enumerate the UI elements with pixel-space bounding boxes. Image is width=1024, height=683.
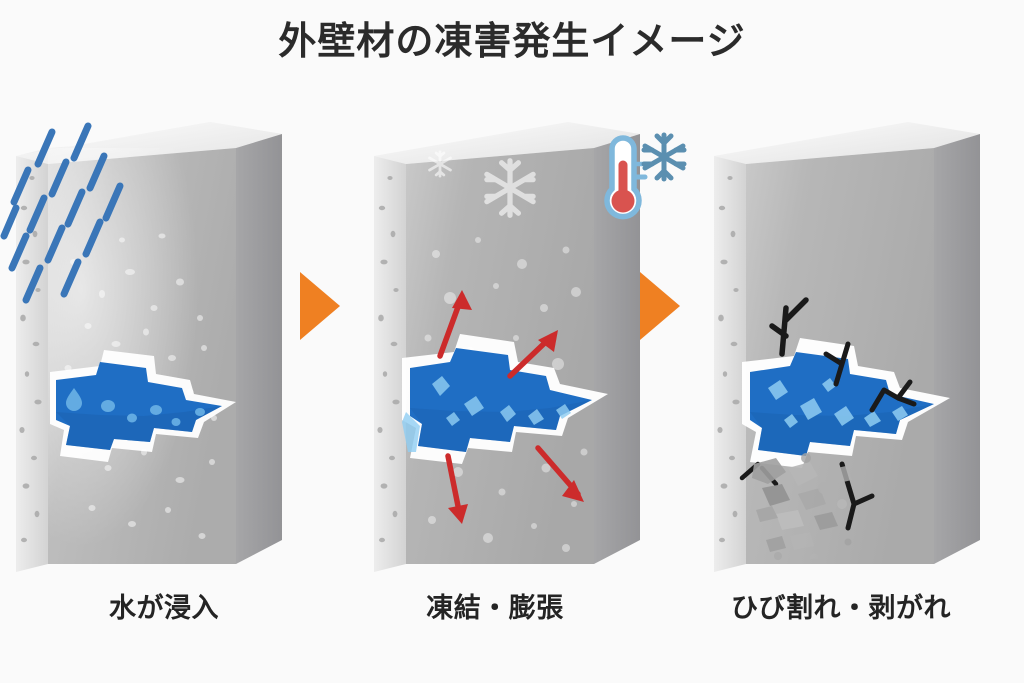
wedge-ice-shadow <box>750 404 934 456</box>
stage-label-cracking-spalling: ひび割れ・剥がれ <box>731 593 951 623</box>
aggregate-speckles <box>19 176 42 543</box>
expansion-arrow-up-left <box>437 290 472 359</box>
stage-label-water-intrusion: 水が浸入 <box>109 593 219 623</box>
ice-crystals <box>432 376 571 426</box>
arrow-step2-to-step3 <box>636 268 684 344</box>
snowflake-icon <box>641 132 687 182</box>
frost-dots <box>424 237 588 552</box>
figure-title: 外壁材の凍害発生イメージ <box>278 21 746 63</box>
stage-panel-water-intrusion <box>0 112 294 572</box>
wall-side-face <box>236 134 282 564</box>
wall-cut-edge-face <box>16 156 48 572</box>
aggregate-speckles <box>717 176 740 543</box>
ice-wedge <box>402 334 608 464</box>
ice-wedge <box>742 338 950 468</box>
stage-panel-freeze-expansion <box>362 112 652 572</box>
expansion-arrow-down-left <box>445 453 468 524</box>
wedge-ice-fill <box>750 352 934 456</box>
moisture-speckles <box>64 233 217 539</box>
thermometer-icon <box>604 135 648 220</box>
water-droplets <box>66 388 205 426</box>
wedge-ice-fill <box>56 362 222 450</box>
flow-arrow-triangle <box>640 272 680 340</box>
expansion-arrows <box>437 290 584 524</box>
wall-side-face <box>934 134 980 564</box>
aggregate-speckles <box>377 176 400 543</box>
rain-streaks <box>0 122 124 304</box>
wedge-ice-shadow <box>56 406 222 450</box>
cold-condition-icons <box>592 131 688 235</box>
arrow-step1-to-step2 <box>296 268 344 344</box>
water-wedge <box>50 350 236 462</box>
wall-cut-edge-face <box>714 156 746 572</box>
expansion-arrow-up-right <box>507 330 558 379</box>
snowflake-decoration <box>428 150 536 218</box>
spalling-debris <box>752 453 852 563</box>
stage-label-freeze-expansion: 凍結・膨張 <box>426 593 564 623</box>
wall-side-face <box>594 134 640 564</box>
wedge-ice-fill <box>410 348 592 452</box>
expansion-arrow-down-right <box>535 445 584 502</box>
stage-panel-cracking-spalling <box>702 112 992 572</box>
flow-arrow-triangle <box>300 272 340 340</box>
wedge-ice-shadow <box>410 400 592 452</box>
wall-top-face <box>714 122 980 164</box>
wall-cut-edge-face <box>374 156 406 572</box>
ice-crystals <box>768 378 908 428</box>
wedge-ice-rim-light <box>402 412 420 452</box>
